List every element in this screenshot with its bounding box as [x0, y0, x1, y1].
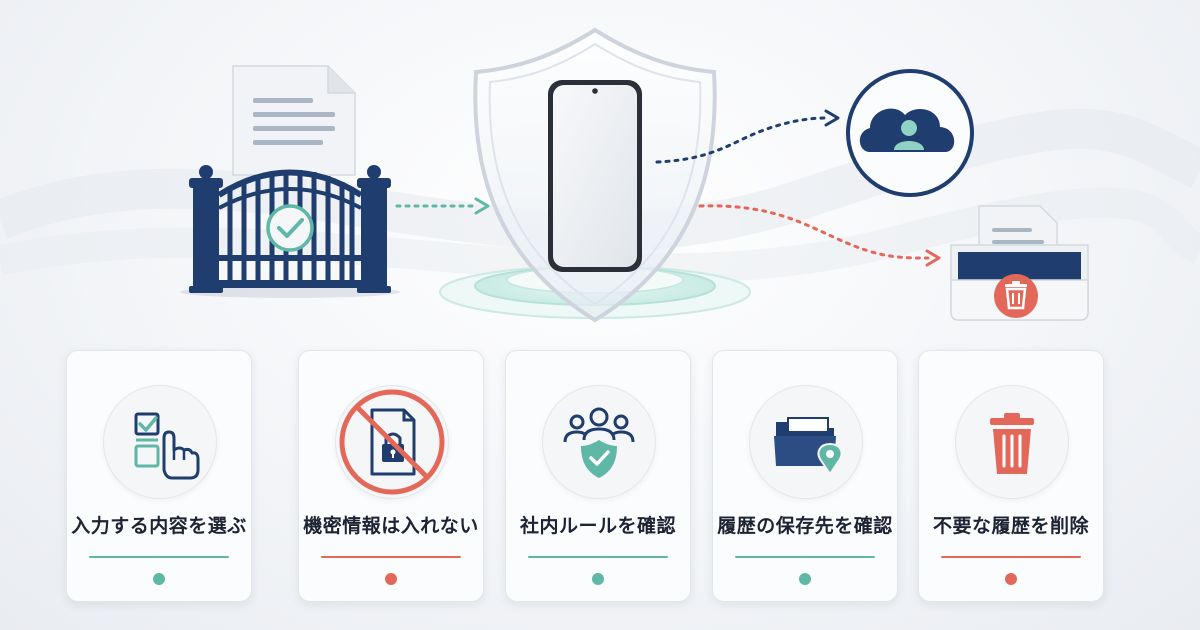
card-no-confidential: 機密情報は入れない [298, 350, 484, 602]
card-label: 入力する内容を選ぶ [71, 515, 247, 537]
card-indicator-dot [592, 573, 604, 585]
document-icon [232, 65, 356, 176]
shield-with-smartphone-icon [473, 27, 717, 323]
team-shield-icon [542, 385, 656, 499]
no-confidential-document-icon [335, 385, 449, 499]
card-label: 履歴の保存先を確認 [717, 515, 893, 537]
card-divider [528, 556, 668, 558]
gate-with-check-icon [180, 165, 400, 298]
hero-illustration [0, 27, 1200, 323]
card-divider [941, 556, 1081, 558]
card-check-history-location: 履歴の保存先を確認 [712, 350, 898, 602]
card-label: 社内ルールを確認 [519, 515, 676, 537]
flow-arrow-to-cloud [655, 109, 840, 164]
card-label: 機密情報は入れない [303, 515, 479, 537]
cloud-user-icon [846, 69, 974, 197]
flow-arrow-to-shield [395, 197, 490, 215]
card-divider [321, 556, 461, 558]
card-divider [735, 556, 875, 558]
flow-arrow-to-trash [698, 204, 941, 267]
card-delete-history: 不要な履歴を削除 [918, 350, 1104, 602]
card-indicator-dot [1005, 573, 1017, 585]
card-check-rules: 社内ルールを確認 [505, 350, 691, 602]
checklist-pointer-icon [103, 385, 217, 499]
card-indicator-dot [385, 573, 397, 585]
card-label: 不要な履歴を削除 [932, 515, 1089, 537]
trash-can-icon [955, 385, 1069, 499]
folder-location-icon [749, 385, 863, 499]
inbox-trash-icon [950, 205, 1089, 321]
card-indicator-dot [153, 573, 165, 585]
card-divider [89, 556, 229, 558]
card-indicator-dot [799, 573, 811, 585]
card-select-input: 入力する内容を選ぶ [66, 350, 252, 602]
